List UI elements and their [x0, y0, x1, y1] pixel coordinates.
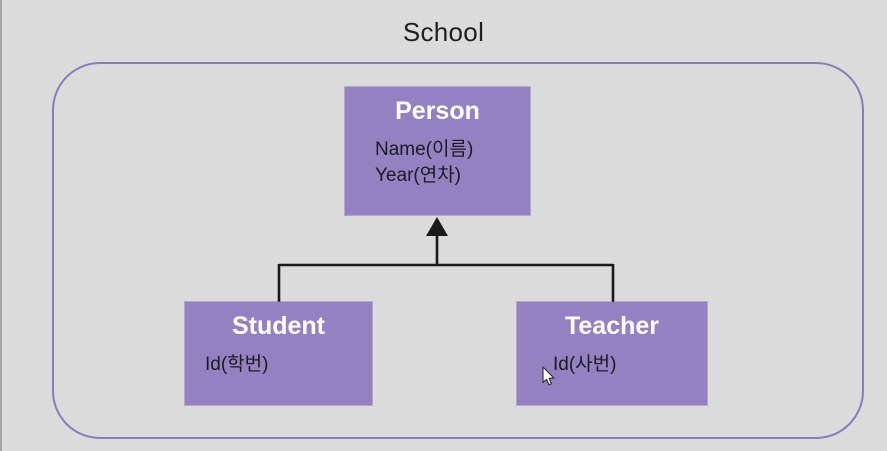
- attribute-person-year: Year(연차): [375, 165, 462, 186]
- class-name-student: Student: [231, 312, 326, 340]
- diagram-title: School: [402, 17, 485, 47]
- class-box-person: Person Name(이름) Year(연차): [345, 87, 530, 215]
- class-box-student: Student Id(학번): [185, 302, 372, 405]
- screen-edge-shadow: [0, 0, 2, 451]
- class-name-teacher: Teacher: [564, 312, 660, 340]
- school-boundary-frame: [52, 62, 864, 439]
- class-attributes-student: Id(학번): [185, 352, 372, 378]
- attribute-student-id: Id(학번): [205, 354, 269, 375]
- class-box-teacher: Teacher Id(사번): [517, 302, 707, 405]
- class-attributes-teacher: Id(사번): [517, 352, 707, 378]
- class-name-person: Person: [395, 97, 480, 125]
- attribute-teacher-id: Id(사번): [553, 354, 617, 375]
- attribute-person-name: Name(이름): [375, 139, 474, 160]
- class-attributes-person: Name(이름) Year(연차): [345, 137, 530, 189]
